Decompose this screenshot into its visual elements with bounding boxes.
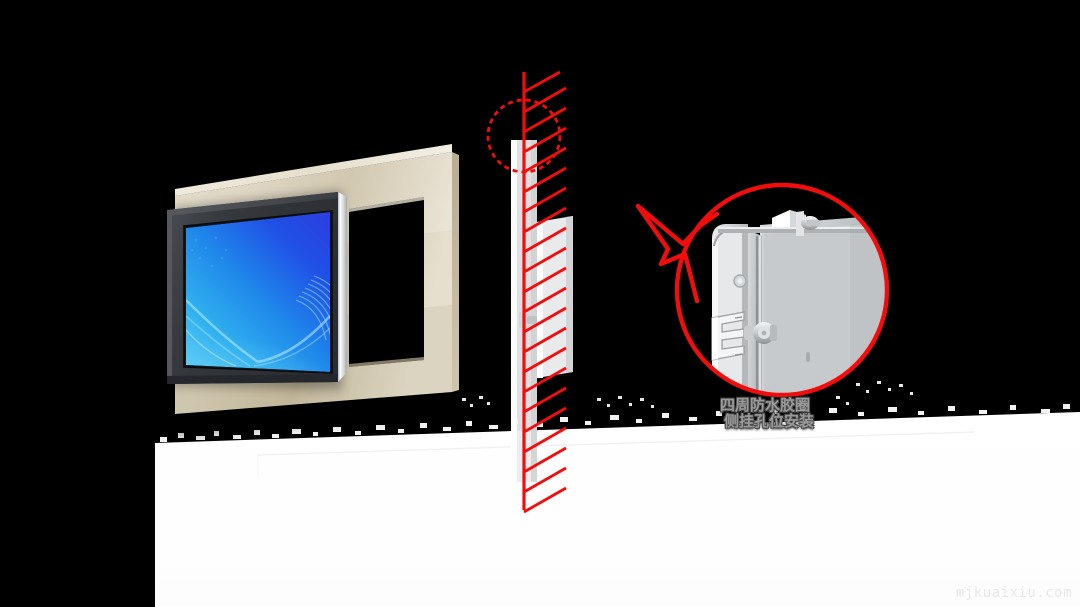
panel-cutout	[349, 197, 424, 367]
detail-marker	[486, 98, 562, 174]
wall-section	[486, 70, 573, 514]
panel-pc	[167, 190, 347, 390]
bracket-assembly-top	[718, 210, 887, 236]
callout-label-line2: 侧挂孔位安装	[724, 412, 815, 430]
detail-circle	[674, 182, 890, 398]
detail-arrow	[635, 203, 720, 304]
screen	[186, 212, 330, 372]
callout-label-line1: 四周防水胶圈	[720, 397, 811, 414]
edge-noise	[462, 381, 913, 408]
floor	[155, 404, 1080, 607]
bracket-assembly-side	[711, 311, 777, 361]
watermark: mjkuaixiu.com	[955, 585, 1072, 601]
callout-label: 四周防水胶圈 侧挂孔位安装	[720, 398, 850, 430]
